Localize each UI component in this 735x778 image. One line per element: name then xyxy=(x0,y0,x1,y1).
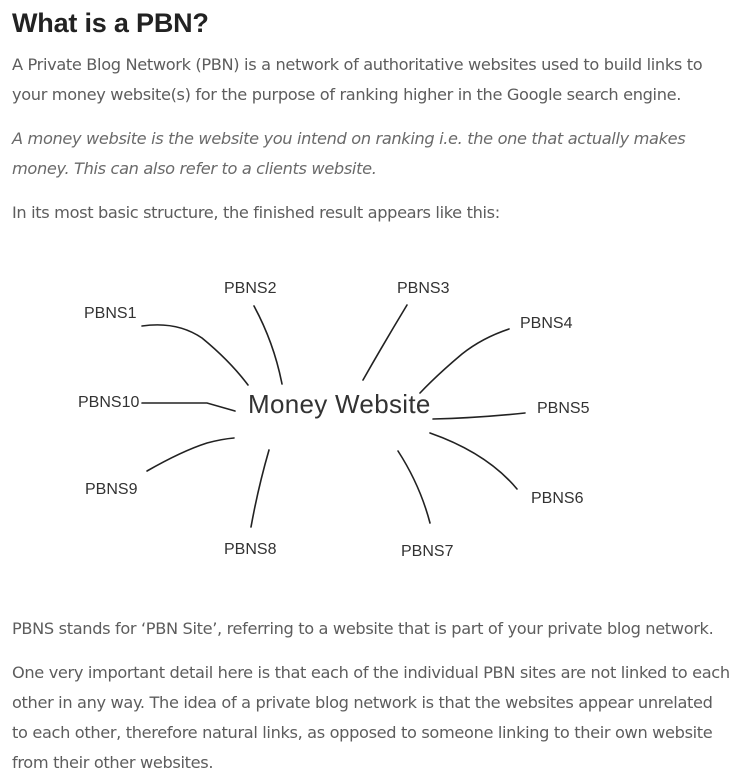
link-line-pbns3 xyxy=(362,304,408,381)
money-website-note: A money website is the website you inten… xyxy=(12,129,686,178)
pbns-definition-paragraph: PBNS stands for ‘PBN Site’, referring to… xyxy=(12,619,714,638)
link-line-pbns6 xyxy=(429,432,518,490)
structure-paragraph: In its most basic structure, the finishe… xyxy=(12,203,500,222)
pbns3-label: PBNS3 xyxy=(397,280,450,297)
pbn-link-lines xyxy=(141,304,526,528)
link-line-pbns1 xyxy=(141,324,249,386)
pbns10-label: PBNS10 xyxy=(78,394,140,411)
link-line-pbns4 xyxy=(419,328,510,394)
link-line-pbns7 xyxy=(397,450,431,524)
pbns5-label: PBNS5 xyxy=(537,400,590,417)
pbns8-label: PBNS8 xyxy=(224,541,277,558)
page-title: What is a PBN? xyxy=(12,8,209,38)
pbn-diagram: Money Website PBNS1 PBNS2 PBNS3 PBNS4 PB… xyxy=(12,243,712,598)
pbns9-label: PBNS9 xyxy=(85,481,138,498)
link-line-pbns9 xyxy=(146,437,235,472)
link-line-pbns8 xyxy=(250,449,270,528)
intro-paragraph: A Private Blog Network (PBN) is a networ… xyxy=(12,55,703,104)
money-website-label: Money Website xyxy=(248,389,431,419)
detail-paragraph: One very important detail here is that e… xyxy=(12,663,730,772)
pbns2-label: PBNS2 xyxy=(224,280,277,297)
pbns4-label: PBNS4 xyxy=(520,315,573,332)
pbns1-label: PBNS1 xyxy=(84,305,137,322)
article: What is a PBN? A Private Blog Network (P… xyxy=(12,0,732,778)
pbns7-label: PBNS7 xyxy=(401,543,454,560)
link-line-pbns2 xyxy=(253,305,283,385)
link-line-pbns5 xyxy=(432,412,526,420)
pbns6-label: PBNS6 xyxy=(531,490,584,507)
link-line-pbns10 xyxy=(141,402,236,412)
